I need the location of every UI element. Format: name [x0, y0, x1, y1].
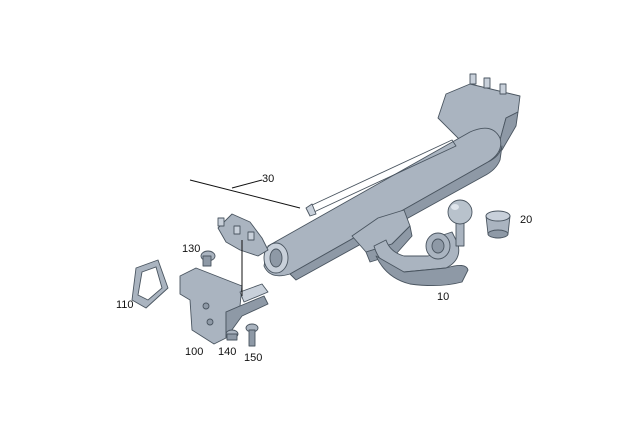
callout-150: 150 — [244, 352, 262, 364]
bolt-part-130[interactable] — [200, 250, 216, 267]
side-bracket-part-100[interactable] — [179, 267, 269, 345]
leader-line-30 — [189, 179, 301, 209]
ball-neck-part-10[interactable] — [373, 199, 473, 287]
screw-part-150[interactable] — [245, 323, 259, 347]
callout-140: 140 — [218, 346, 236, 358]
crossbar-part-30[interactable] — [217, 73, 521, 281]
callout-100: 100 — [185, 346, 203, 358]
nut-part-140[interactable] — [225, 329, 239, 341]
callout-10: 10 — [437, 291, 449, 303]
gasket-part-110[interactable] — [131, 259, 169, 309]
ball-cap-part-20[interactable] — [485, 210, 511, 239]
leader-line-30b — [231, 179, 263, 189]
callout-130: 130 — [182, 243, 200, 255]
callout-20: 20 — [520, 214, 532, 226]
callout-110: 110 — [116, 299, 134, 311]
callout-30: 30 — [262, 173, 274, 185]
